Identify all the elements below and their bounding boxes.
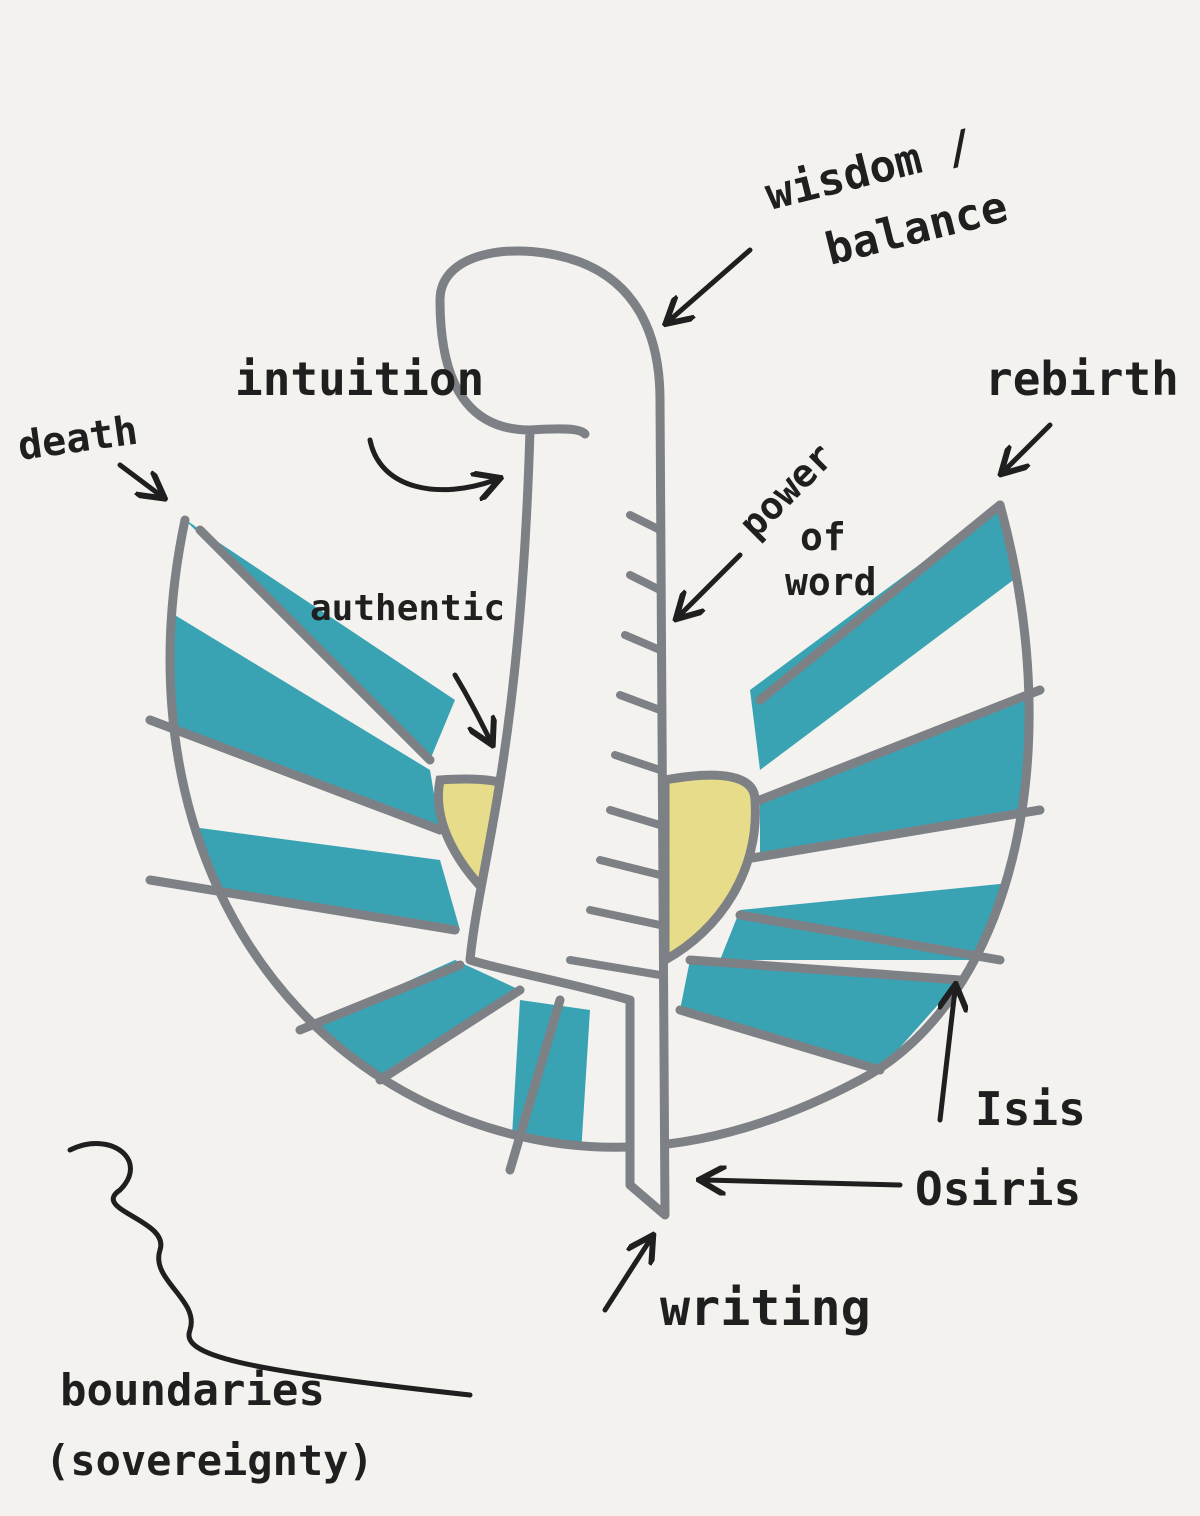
label-boundaries-line1: boundaries xyxy=(60,1365,325,1416)
arrow-isis xyxy=(937,990,955,1123)
right-wing-band-1 xyxy=(750,505,1030,770)
arrow-authentic xyxy=(452,672,490,740)
label-boundaries-line2: (sovereignty) xyxy=(45,1436,374,1485)
feather xyxy=(435,246,670,1220)
label-osiris: Osiris xyxy=(915,1162,1081,1216)
arrow-intuition xyxy=(367,437,495,490)
label-intuition: intuition xyxy=(235,352,484,406)
right-wing-band-3 xyxy=(720,880,1030,960)
annotation-arrows xyxy=(67,247,1053,1398)
arrow-wisdom xyxy=(670,247,753,320)
feather-barbs xyxy=(566,511,664,979)
squiggle-boundaries xyxy=(67,1141,473,1398)
label-authentic: authentic xyxy=(310,588,505,629)
label-writing: writing xyxy=(660,1279,871,1337)
label-power-line2: of xyxy=(800,515,846,559)
label-power-line3: word xyxy=(785,560,877,604)
right-wing-band-4 xyxy=(680,960,960,1070)
left-wing-band-5 xyxy=(510,1000,590,1148)
arrow-rebirth xyxy=(1005,422,1053,470)
feather-body xyxy=(435,246,670,1220)
label-rebirth: rebirth xyxy=(985,352,1179,406)
left-wing-band-2 xyxy=(170,600,440,830)
left-wing-band-3 xyxy=(170,820,460,930)
right-sun-disc xyxy=(660,770,760,968)
feather-curl xyxy=(525,424,590,439)
arrow-osiris xyxy=(705,1180,903,1185)
arrow-writing xyxy=(602,1240,650,1313)
arrow-death xyxy=(117,462,160,495)
left-wing-band-4 xyxy=(300,960,520,1080)
arrow-power xyxy=(680,552,743,615)
label-isis: Isis xyxy=(975,1082,1086,1136)
wings xyxy=(170,505,1030,1148)
wing-divider-lines xyxy=(145,500,1045,1175)
